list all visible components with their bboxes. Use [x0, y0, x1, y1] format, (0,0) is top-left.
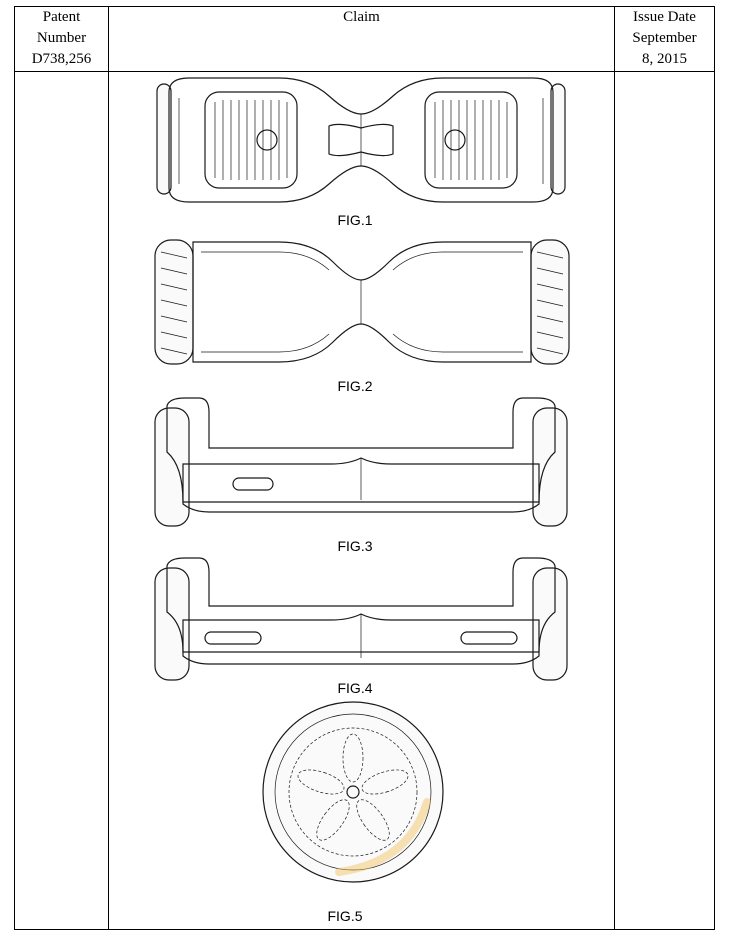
fig4-left-wheel	[154, 567, 190, 681]
fig1-right-pad-emblem	[444, 129, 466, 151]
claim-header: Claim	[108, 6, 615, 72]
fig2-body-outline	[192, 241, 532, 363]
fig5-spokes	[297, 733, 409, 841]
issue-date-header: Issue Date September 8, 2015	[614, 6, 715, 72]
content-row: FIG.1 FIG.2 FIG.3 FIG.4 FIG.5	[14, 71, 715, 930]
fig5-rim	[288, 727, 418, 857]
fig3-front-view-drawing	[154, 397, 568, 527]
watermark-mark	[335, 798, 431, 876]
fig2-label: FIG.2	[337, 378, 373, 394]
fig2-right-wheel	[530, 239, 570, 365]
fig5-tire-outer	[262, 701, 444, 883]
fig5-label: FIG.5	[327, 908, 363, 924]
fig3-left-wheel	[154, 407, 190, 527]
fig1-left-footpad-grooves	[214, 100, 288, 180]
fig5-tire-inner	[274, 713, 432, 871]
fig1-left-wheel	[156, 83, 172, 195]
fig1-center-grip	[328, 123, 394, 157]
fig1-right-footpad-grooves	[434, 100, 508, 180]
fig2-left-wheel	[154, 239, 194, 365]
fig5-wheel-drawing	[262, 701, 444, 883]
issue-date-value-1: September	[632, 30, 697, 46]
claim-drawings-cell: FIG.1 FIG.2 FIG.3 FIG.4 FIG.5	[108, 71, 615, 930]
fig1-top-view-drawing	[156, 77, 566, 203]
fig4-right-wheel	[532, 567, 568, 681]
fig4-label: FIG.4	[337, 680, 373, 696]
fig2-left-tread	[160, 251, 188, 355]
patent-drawings	[154, 77, 570, 883]
patent-number-label-1: Patent	[42, 9, 81, 25]
fig3-label: FIG.3	[337, 538, 373, 554]
issue-date-label: Issue Date	[633, 9, 696, 25]
issue-date-cell	[614, 71, 715, 930]
fig3-front-light	[232, 477, 274, 491]
fig1-body-edges	[178, 98, 544, 184]
fig2-bottom-view-drawing	[154, 239, 570, 365]
fig3-body-outline	[182, 457, 540, 513]
fig5-hub	[346, 785, 360, 799]
fig4-left-rear-light	[204, 631, 262, 645]
header-row: Patent Number D738,256 Claim Issue Date …	[14, 6, 715, 72]
fig1-right-wheel	[550, 83, 566, 195]
fig1-label: FIG.1	[337, 212, 373, 228]
fig4-body-outline	[182, 613, 540, 665]
patent-number-header: Patent Number D738,256	[14, 6, 109, 72]
issue-date-value-2: 8, 2015	[642, 51, 687, 67]
fig4-rear-view-drawing	[154, 557, 568, 681]
fig3-right-wheel	[532, 407, 568, 527]
fig2-right-tread	[536, 251, 564, 355]
patent-number-cell	[14, 71, 109, 930]
fig4-right-rear-light	[460, 631, 518, 645]
patent-number-label-2: Number	[36, 30, 87, 46]
patent-number-value: D738,256	[31, 51, 92, 67]
fig4-fender-outline	[166, 557, 556, 653]
fig1-left-pad-emblem	[256, 129, 278, 151]
claim-label: Claim	[343, 9, 380, 25]
fig3-fender-outline	[166, 397, 556, 503]
fig1-body-outline	[168, 77, 554, 203]
fig2-body-contours	[201, 251, 523, 353]
patent-claim-table: Patent Number D738,256 Claim Issue Date …	[14, 6, 715, 930]
fig1-right-footpad	[424, 91, 518, 189]
fig1-left-footpad	[204, 91, 298, 189]
